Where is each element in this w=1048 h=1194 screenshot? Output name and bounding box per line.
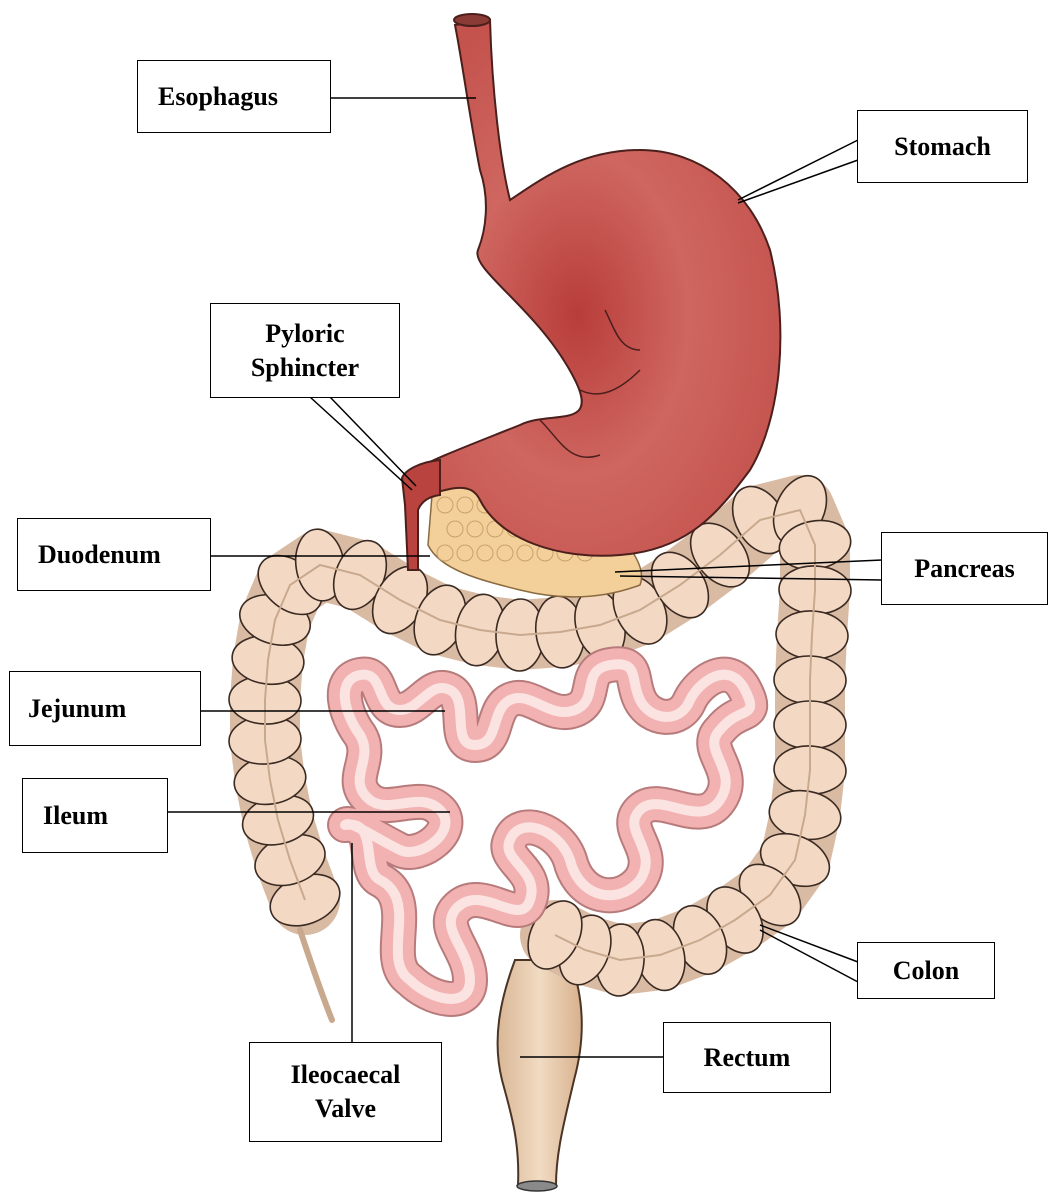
stomach-leader-b: [738, 160, 858, 203]
label-pyloric-sphincter: Pyloric Sphincter: [210, 303, 400, 398]
label-rectum-text: Rectum: [704, 1041, 791, 1075]
label-ileum-text: Ileum: [43, 799, 108, 833]
label-duodenum: Duodenum: [17, 518, 211, 591]
appendix: [300, 930, 332, 1020]
label-pyloric-line1: Pyloric: [265, 317, 344, 351]
label-pyloric-line2: Sphincter: [251, 351, 359, 385]
pyloric-leader-a: [310, 397, 412, 490]
label-ileocaecal-line1: Ileocaecal: [291, 1058, 401, 1092]
label-esophagus: Esophagus: [137, 60, 331, 133]
label-esophagus-text: Esophagus: [158, 80, 278, 114]
label-rectum: Rectum: [663, 1022, 831, 1093]
label-duodenum-text: Duodenum: [38, 538, 161, 572]
label-pancreas: Pancreas: [881, 532, 1048, 605]
pyloric-leader-b: [330, 397, 416, 486]
label-pancreas-text: Pancreas: [914, 552, 1015, 586]
label-ileocaecal-line2: Valve: [315, 1092, 376, 1126]
label-jejunum: Jejunum: [9, 671, 201, 746]
label-colon: Colon: [857, 942, 995, 999]
label-ileocaecal-valve: Ileocaecal Valve: [249, 1042, 442, 1142]
label-stomach: Stomach: [857, 110, 1028, 183]
label-ileum: Ileum: [22, 778, 168, 853]
label-jejunum-text: Jejunum: [28, 692, 126, 726]
label-stomach-text: Stomach: [894, 130, 991, 164]
stomach-leader-a: [738, 140, 858, 200]
label-colon-text: Colon: [893, 954, 959, 988]
rectum-shape: [498, 960, 582, 1191]
